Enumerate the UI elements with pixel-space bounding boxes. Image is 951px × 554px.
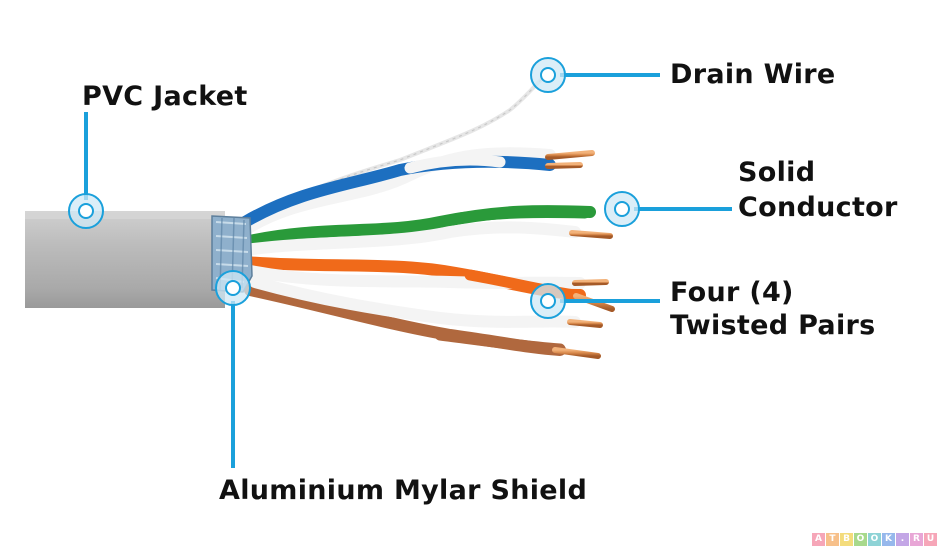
label-twisted-pairs-line2: Twisted Pairs [670,309,876,343]
watermark-letter: . [896,533,909,546]
watermark-letter: B [840,533,853,546]
watermark-letter: R [910,533,923,546]
pvc-jacket-marker [69,194,103,228]
label-twisted-pairs-line1: Four (4) [670,276,794,310]
green-twisted-pair [245,211,590,250]
label-drain-wire: Drain Wire [670,58,836,92]
twisted-pairs-marker [531,284,565,318]
label-pvc-jacket: PVC Jacket [82,80,248,114]
label-aluminium-mylar-shield: Aluminium Mylar Shield [219,474,587,508]
watermark: A T B O O K . R U [812,533,937,546]
watermark-letter: O [854,533,867,546]
label-solid-conductor-line1: Solid [738,156,815,190]
pvc-jacket [25,211,225,308]
watermark-letter: O [868,533,881,546]
solid-conductor-marker [605,192,639,226]
shield-marker [216,271,250,305]
watermark-letter: T [826,533,839,546]
label-solid-conductor-line2: Conductor [738,191,898,225]
watermark-letter: U [924,533,937,546]
watermark-letter: A [812,533,825,546]
drain-wire-marker [531,58,565,92]
watermark-letter: K [882,533,895,546]
